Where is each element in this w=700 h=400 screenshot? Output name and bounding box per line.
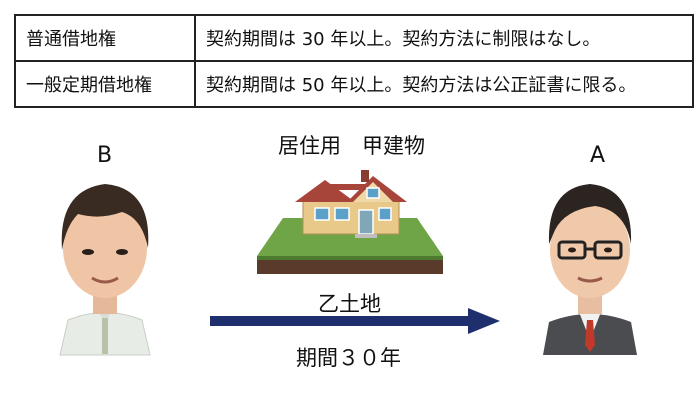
person-a-illustration: [543, 184, 637, 355]
lease-type-table: 普通借地権 契約期間は 30 年以上。契約方法に制限はなし。 一般定期借地権 契…: [14, 14, 694, 108]
person-b-illustration: [59, 184, 151, 356]
lease-description-cell: 契約期間は 30 年以上。契約方法に制限はなし。: [194, 14, 694, 62]
house-on-land-illustration: [257, 170, 443, 274]
land-soil: [257, 256, 443, 274]
lease-type-cell: 一般定期借地権: [14, 60, 196, 108]
table-row: 一般定期借地権 契約期間は 50 年以上。契約方法は公正証書に限る。: [14, 60, 694, 108]
lease-arrow: [210, 308, 500, 334]
building-label: 居住用 甲建物: [278, 134, 425, 158]
table-row: 普通借地権 契約期間は 30 年以上。契約方法に制限はなし。: [14, 14, 694, 62]
lease-description-cell: 契約期間は 50 年以上。契約方法は公正証書に限る。: [194, 60, 694, 108]
arrow-head: [468, 308, 500, 334]
lease-type-cell: 普通借地権: [14, 14, 196, 62]
period-label: 期間３０年: [296, 346, 401, 370]
arrow-shaft: [210, 316, 472, 326]
person-b-letter: B: [97, 143, 113, 168]
land-label: 乙土地: [318, 292, 381, 316]
person-a-letter: A: [590, 143, 606, 168]
